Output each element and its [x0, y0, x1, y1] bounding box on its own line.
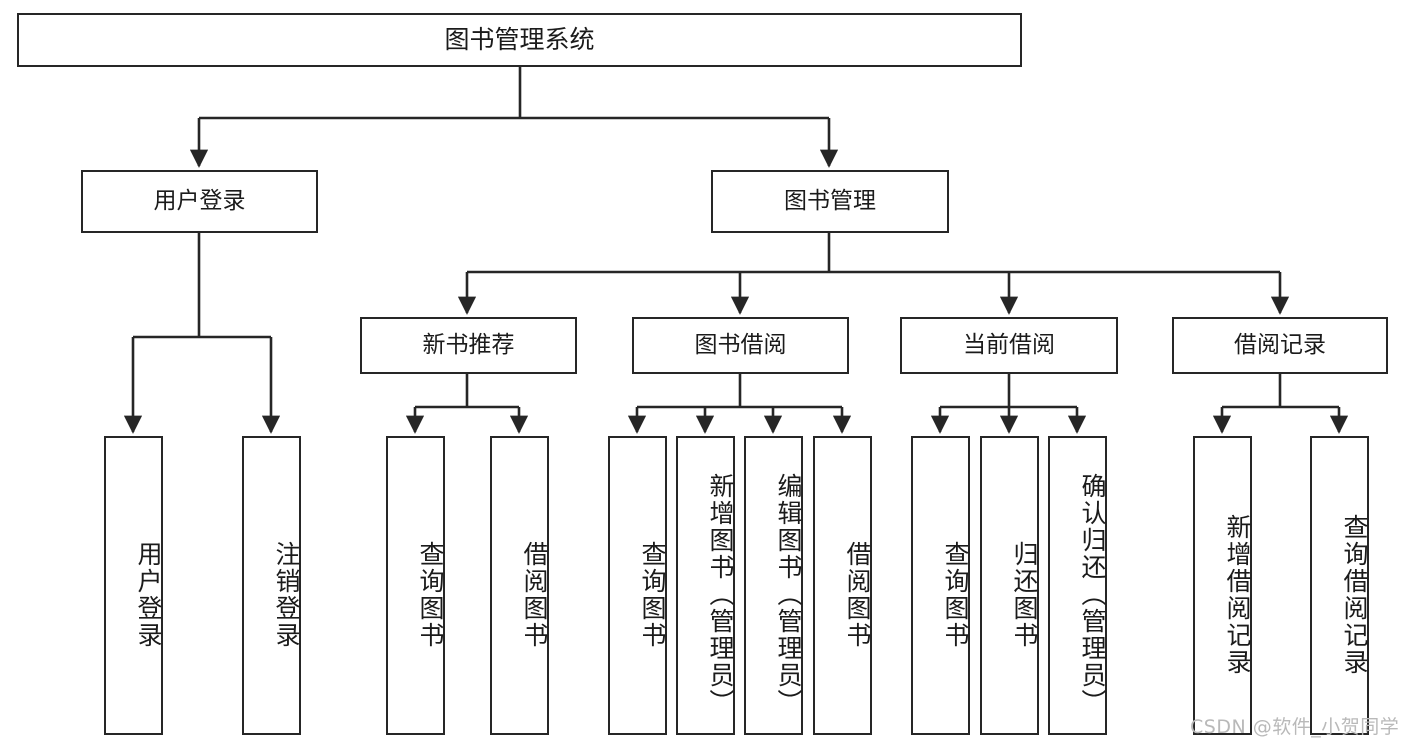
leaf-borrow-borrow-book[interactable]: 借阅图书	[813, 436, 872, 735]
node-new-book-recommend[interactable]: 新书推荐	[360, 317, 577, 374]
leaf-current-return-book[interactable]: 归还图书	[980, 436, 1039, 735]
node-label: 新增借阅记录	[1223, 513, 1252, 676]
node-label: 确认归还（管理员）	[1078, 473, 1107, 716]
node-label: 用户登录	[134, 540, 163, 649]
leaf-borrow-add-book-admin[interactable]: 新增图书（管理员）	[676, 436, 735, 735]
node-label: 编辑图书（管理员）	[774, 473, 803, 716]
leaf-recommend-query-book[interactable]: 查询图书	[386, 436, 445, 735]
node-borrow-record[interactable]: 借阅记录	[1172, 317, 1388, 374]
csdn-watermark: CSDN @软件_小贺同学	[1190, 716, 1400, 738]
node-label: 查询图书	[638, 540, 667, 649]
leaf-current-query-book[interactable]: 查询图书	[911, 436, 970, 735]
node-root-book-management-system[interactable]: 图书管理系统	[17, 13, 1022, 67]
node-label: 归还图书	[1010, 540, 1039, 649]
node-label: 查询图书	[941, 540, 970, 649]
node-label: 新增图书（管理员）	[706, 473, 735, 716]
node-book-borrow[interactable]: 图书借阅	[632, 317, 849, 374]
node-label: 借阅图书	[843, 540, 872, 649]
node-label: 查询借阅记录	[1340, 513, 1369, 676]
node-label: 借阅图书	[520, 540, 549, 649]
leaf-user-login-logout[interactable]: 注销登录	[242, 436, 301, 735]
leaf-record-add-borrow-record[interactable]: 新增借阅记录	[1193, 436, 1252, 735]
leaf-record-query-borrow-record[interactable]: 查询借阅记录	[1310, 436, 1369, 735]
node-book-management[interactable]: 图书管理	[711, 170, 949, 233]
node-label: 借阅记录	[1234, 331, 1326, 358]
node-label: 注销登录	[272, 540, 301, 649]
leaf-current-confirm-return-admin[interactable]: 确认归还（管理员）	[1048, 436, 1107, 735]
node-label: 新书推荐	[422, 331, 515, 358]
leaf-borrow-edit-book-admin[interactable]: 编辑图书（管理员）	[744, 436, 803, 735]
node-current-borrow[interactable]: 当前借阅	[900, 317, 1118, 374]
node-label: 图书借阅	[694, 331, 787, 358]
node-label: 查询图书	[416, 540, 445, 649]
node-user-login[interactable]: 用户登录	[81, 170, 318, 233]
node-label: 用户登录	[153, 187, 246, 214]
node-label: 当前借阅	[963, 331, 1055, 358]
leaf-borrow-query-book[interactable]: 查询图书	[608, 436, 667, 735]
leaf-user-login-login[interactable]: 用户登录	[104, 436, 163, 735]
node-label: 图书管理	[784, 187, 876, 214]
node-label: 图书管理系统	[444, 25, 595, 55]
leaf-recommend-borrow-book[interactable]: 借阅图书	[490, 436, 549, 735]
